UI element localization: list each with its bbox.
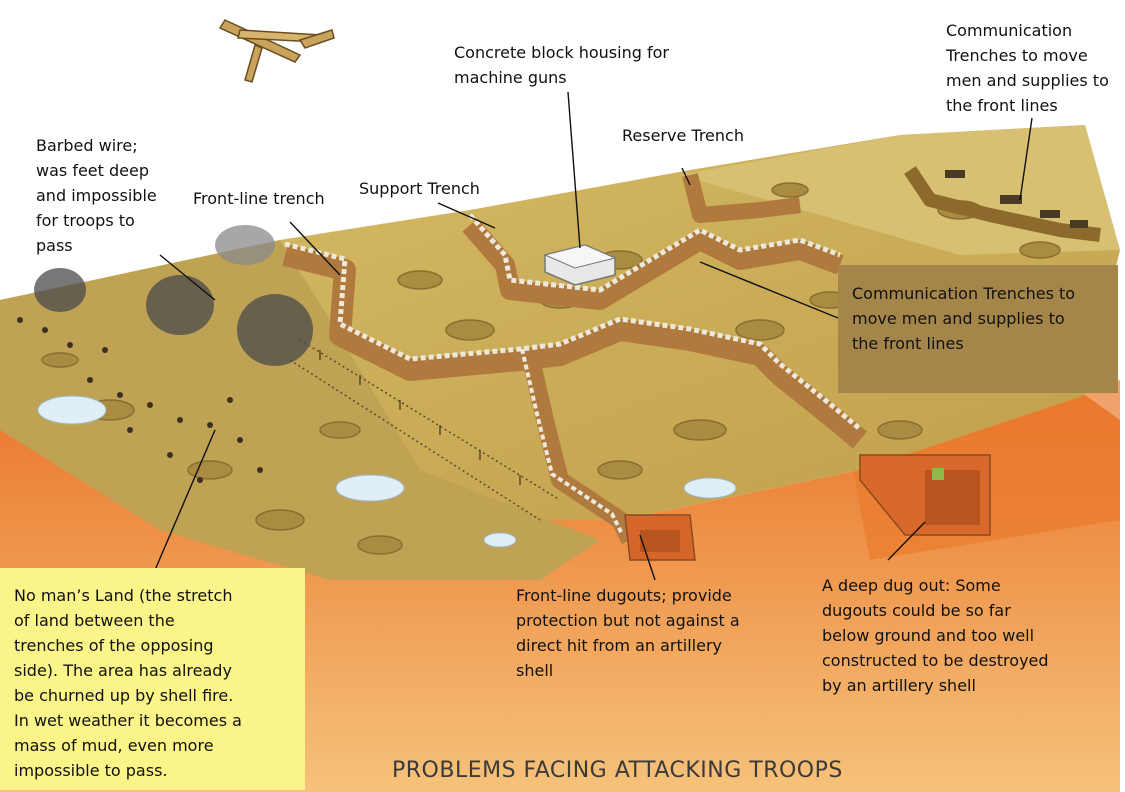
no-mans-land-box — [0, 568, 305, 790]
no-mans-land-label: No man’s Land (the stretch of land betwe… — [14, 586, 242, 780]
front-line-trench-label: Front-line trench — [193, 189, 325, 208]
support-trench-label: Support Trench — [359, 179, 480, 198]
barbed-wire — [289, 339, 561, 521]
front-line-dugout — [624, 514, 696, 561]
smoke-clouds — [34, 225, 313, 366]
deep-dugout-label: A deep dug out: Some dugouts could be so… — [822, 576, 1049, 695]
communication-trenches-top-label: Communication Trenches to move men and s… — [946, 21, 1109, 115]
support-trench — [462, 213, 844, 310]
communication-trench — [520, 348, 639, 545]
biplane — [218, 19, 335, 83]
leader-lines — [154, 91, 1033, 581]
concrete-block-label: Concrete block housing for machine guns — [454, 43, 669, 87]
front-line-trench — [282, 241, 868, 449]
reserve-trench-label: Reserve Trench — [622, 126, 744, 145]
communication-trenches-box — [838, 265, 1118, 393]
reserve-trench — [682, 166, 1101, 242]
attacking-troops — [17, 317, 263, 483]
water-craters — [37, 395, 737, 548]
concrete-block — [543, 244, 617, 286]
deep-dugout — [859, 454, 991, 536]
communication-trenches-box-label: Communication Trenches to move men and s… — [852, 284, 1076, 353]
front-line-dugouts-label: Front-line dugouts; provide protection b… — [516, 586, 740, 680]
artillery-guns — [945, 170, 1088, 228]
barbed-wire-label: Barbed wire; was feet deep and impossibl… — [36, 136, 157, 255]
diagram-title: PROBLEMS FACING ATTACKING TROOPS — [392, 758, 843, 783]
